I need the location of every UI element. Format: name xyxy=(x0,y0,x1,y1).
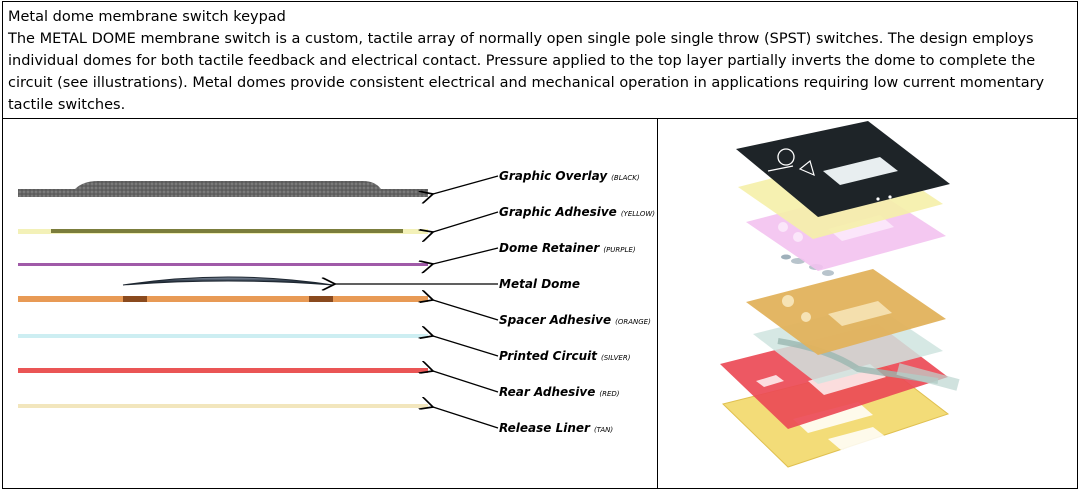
header-cell: Metal dome membrane switch keypad The ME… xyxy=(3,2,1077,119)
layer-release-liner xyxy=(18,404,428,408)
label-printed-circuit: Printed Circuit(SILVER) xyxy=(499,349,631,363)
exploded-view-illustration xyxy=(720,121,960,468)
layer-metal-dome xyxy=(122,276,334,286)
layer-rear-adhesive xyxy=(18,368,428,373)
label-graphic-adhesive: Graphic Adhesive(YELLOW) xyxy=(499,205,655,219)
label-release-liner: Release Liner(TAN) xyxy=(499,421,613,435)
layer-spacer-adhesive xyxy=(18,296,428,302)
layer-dome-retainer xyxy=(18,263,428,266)
description-text: The METAL DOME membrane switch is a cust… xyxy=(8,31,1045,113)
layer-diagram: Graphic Overlay(BLACK) Graphic Adhesive(… xyxy=(18,169,655,435)
exploded-view-cell xyxy=(658,119,1077,488)
label-dome-retainer: Dome Retainer(PURPLE) xyxy=(499,241,636,255)
label-rear-adhesive: Rear Adhesive(RED) xyxy=(499,385,620,399)
layer-graphic-overlay xyxy=(18,181,428,197)
layer-printed-circuit xyxy=(18,334,428,338)
layer-diagram-cell: Graphic Overlay(BLACK) Graphic Adhesive(… xyxy=(3,119,658,488)
page-title: Metal dome membrane switch keypad xyxy=(8,9,286,25)
label-spacer-adhesive: Spacer Adhesive(ORANGE) xyxy=(499,313,651,327)
label-graphic-overlay: Graphic Overlay(BLACK) xyxy=(499,169,640,183)
exploded-spacer-adhesive xyxy=(746,269,946,355)
layer-graphic-adhesive xyxy=(18,229,428,234)
label-metal-dome: Metal Dome xyxy=(499,277,580,291)
leader-arrows xyxy=(335,175,499,429)
exploded-graphic-overlay xyxy=(736,121,950,217)
